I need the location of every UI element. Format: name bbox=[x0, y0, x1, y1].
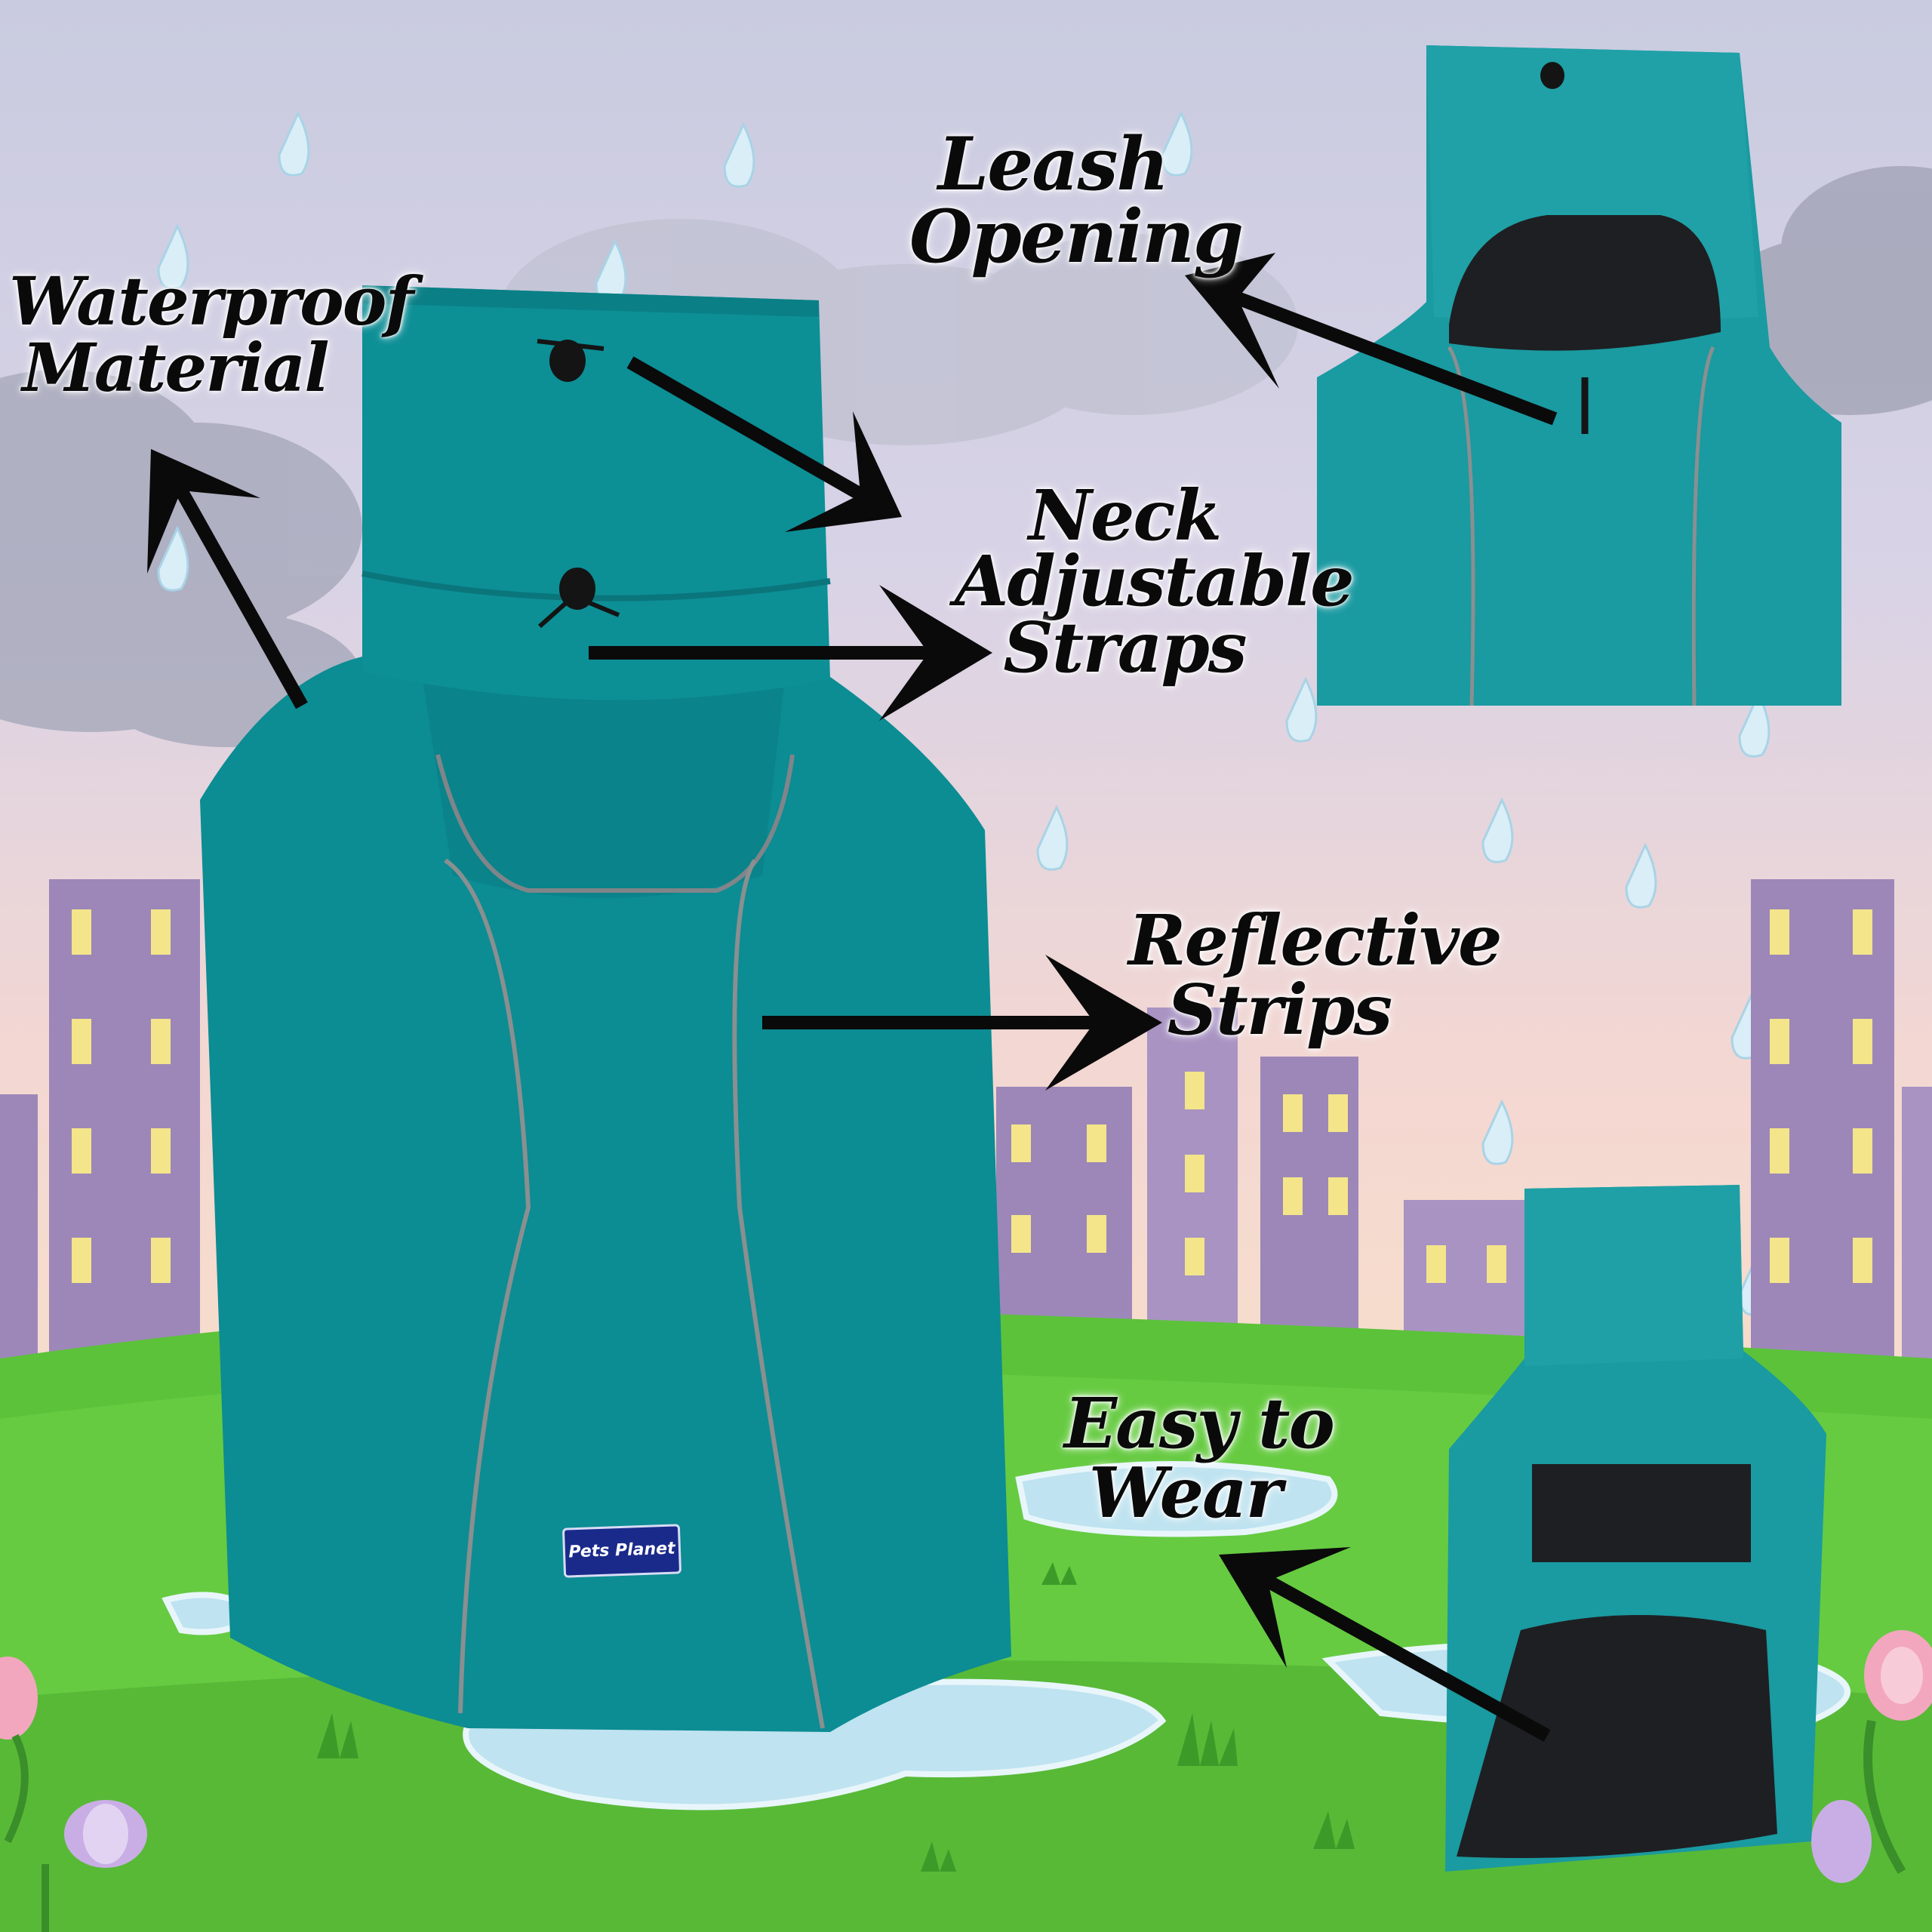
label-line: Waterproof bbox=[9, 262, 414, 340]
label-reflective-strips: Reflective Strips bbox=[1128, 900, 1503, 1051]
arrow-icon bbox=[589, 585, 992, 721]
arrow-icon bbox=[147, 449, 308, 709]
label-leash-opening: Leash Opening bbox=[909, 122, 1244, 279]
arrow-icon bbox=[626, 356, 902, 532]
label-line: Wear bbox=[1088, 1452, 1282, 1534]
label-easy-to-wear: Easy to Wear bbox=[1064, 1383, 1335, 1534]
building-icon bbox=[0, 879, 200, 1407]
brand-tag: Pets Planet bbox=[561, 1524, 682, 1578]
label-line: Reflective bbox=[1128, 900, 1503, 981]
leash-opening-photo bbox=[1317, 45, 1841, 706]
arrow-icon bbox=[1219, 1547, 1551, 1742]
label-line: Leash bbox=[937, 122, 1170, 207]
label-line: Adjustable bbox=[955, 540, 1355, 623]
label-neck-adjustable-straps: Neck Adjustable Straps bbox=[955, 475, 1355, 688]
label-line: Strips bbox=[1167, 969, 1392, 1051]
toggle-icon bbox=[537, 339, 605, 382]
label-waterproof-material: Waterproof Material bbox=[9, 262, 414, 407]
main-raincoat bbox=[200, 285, 1011, 1732]
label-line: Material bbox=[22, 328, 329, 407]
flower-icon bbox=[0, 1657, 147, 1932]
arrow-icon bbox=[1185, 253, 1558, 426]
label-line: Neck bbox=[1028, 475, 1222, 556]
arrow-icon bbox=[762, 955, 1162, 1091]
easy-to-wear-photo bbox=[1445, 1185, 1826, 1872]
label-line: Opening bbox=[909, 194, 1244, 279]
label-line: Easy to bbox=[1064, 1383, 1335, 1464]
building-icon bbox=[1751, 879, 1932, 1407]
label-line: Straps bbox=[1003, 606, 1247, 688]
toggle-icon bbox=[538, 568, 620, 629]
flower-icon bbox=[1811, 1630, 1932, 1883]
